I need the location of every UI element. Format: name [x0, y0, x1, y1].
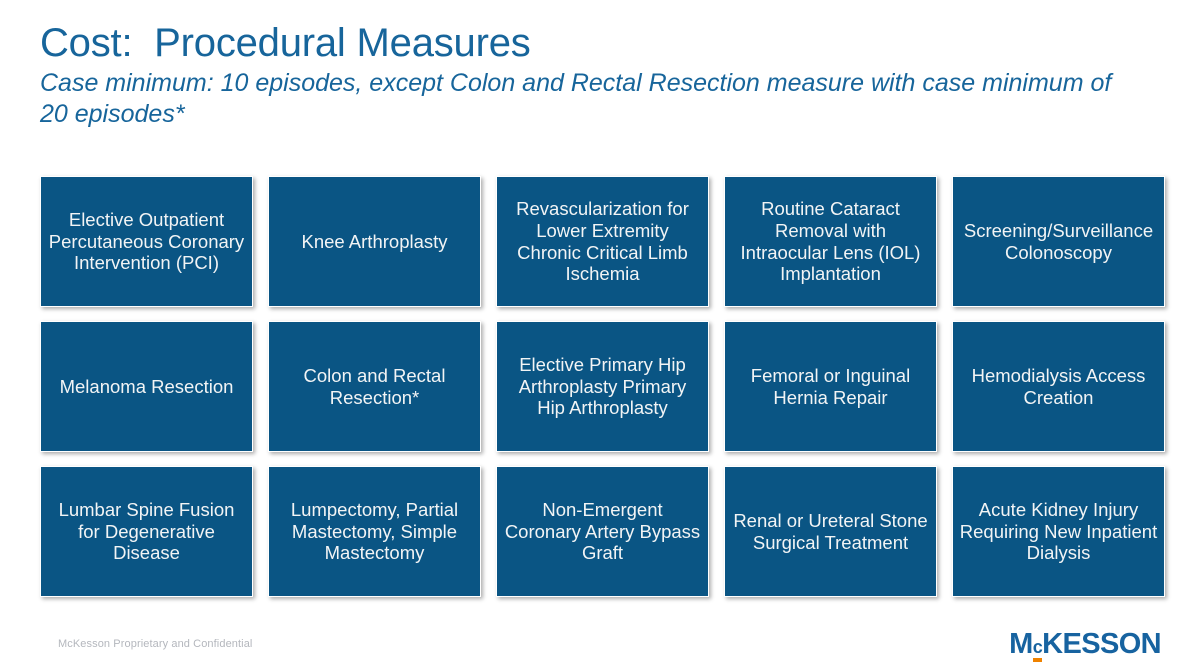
measure-tile-label: Lumpectomy, Partial Mastectomy, Simple M…: [290, 499, 459, 564]
measure-tile[interactable]: Knee Arthroplasty: [268, 176, 481, 307]
measure-tile-label: Elective Outpatient Percutaneous Coronar…: [48, 209, 245, 274]
measure-tile-label: Routine Cataract Removal with Intraocula…: [740, 198, 921, 285]
measure-tile-label: Lumbar Spine Fusion for Degenerative Dis…: [58, 499, 235, 564]
slide-footer: McKesson Proprietary and Confidential M …: [0, 628, 1183, 662]
measure-tile[interactable]: Elective Outpatient Percutaneous Coronar…: [40, 176, 253, 307]
logo-letter-c: c: [1032, 637, 1043, 657]
measure-tile[interactable]: Elective Primary Hip Arthroplasty Primar…: [496, 321, 709, 452]
measure-tile[interactable]: Acute Kidney Injury Requiring New Inpati…: [952, 466, 1165, 597]
measure-tile[interactable]: Non-Emergent Coronary Artery Bypass Graf…: [496, 466, 709, 597]
mckesson-logo: M c KESSON: [1009, 628, 1162, 662]
logo-orange-bar: [1032, 658, 1043, 662]
measure-tile[interactable]: Screening/Surveillance Colonoscopy: [952, 176, 1165, 307]
measure-tile-label: Melanoma Resection: [59, 375, 234, 397]
measure-tile[interactable]: Melanoma Resection: [40, 321, 253, 452]
measure-tile-grid: Elective Outpatient Percutaneous Coronar…: [40, 176, 1165, 597]
measure-tile[interactable]: Lumpectomy, Partial Mastectomy, Simple M…: [268, 466, 481, 597]
measure-tile[interactable]: Lumbar Spine Fusion for Degenerative Dis…: [40, 466, 253, 597]
measure-tile[interactable]: Hemodialysis Access Creation: [952, 321, 1165, 452]
logo-letter-m: M: [1009, 628, 1033, 660]
measure-tile-label: Non-Emergent Coronary Artery Bypass Graf…: [504, 499, 701, 564]
measure-tile-label: Colon and Rectal Resection*: [303, 364, 446, 408]
measure-tile-label: Screening/Surveillance Colonoscopy: [963, 219, 1154, 263]
measure-tile-label: Elective Primary Hip Arthroplasty Primar…: [518, 354, 687, 419]
measure-tile-label: Femoral or Inguinal Hernia Repair: [750, 364, 911, 408]
logo-letter-c-group: c: [1032, 630, 1043, 662]
measure-tile-label: Knee Arthroplasty: [301, 230, 448, 252]
measure-tile[interactable]: Colon and Rectal Resection*: [268, 321, 481, 452]
measure-tile-label: Acute Kidney Injury Requiring New Inpati…: [959, 499, 1158, 564]
measure-tile[interactable]: Renal or Ureteral Stone Surgical Treatme…: [724, 466, 937, 597]
measure-tile[interactable]: Femoral or Inguinal Hernia Repair: [724, 321, 937, 452]
logo-letters-kesson: KESSON: [1042, 628, 1161, 660]
measure-tile-label: Revascularization for Lower Extremity Ch…: [516, 198, 689, 285]
page-title: Cost: Procedural Measures: [40, 21, 531, 65]
measure-tile-label: Renal or Ureteral Stone Surgical Treatme…: [733, 509, 928, 553]
slide-header: Cost: Procedural Measures Case minimum: …: [40, 21, 1150, 129]
page-subtitle: Case minimum: 10 episodes, except Colon …: [40, 69, 1112, 128]
measure-tile-label: Hemodialysis Access Creation: [971, 364, 1146, 408]
measure-tile[interactable]: Revascularization for Lower Extremity Ch…: [496, 176, 709, 307]
confidentiality-note: McKesson Proprietary and Confidential: [58, 638, 253, 650]
measure-tile[interactable]: Routine Cataract Removal with Intraocula…: [724, 176, 937, 307]
